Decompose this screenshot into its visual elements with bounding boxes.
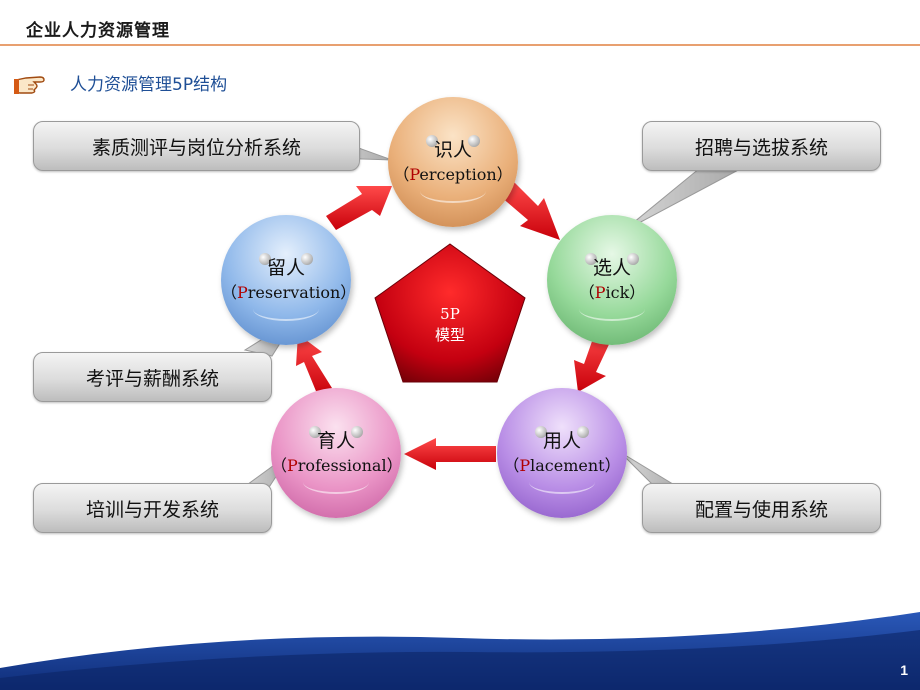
node-professional: 育人 （Professional） xyxy=(271,388,403,518)
callout-training-development: 培训与开发系统 xyxy=(33,483,272,533)
node-professional-cn: 育人 xyxy=(316,430,355,452)
center-label-line1: 5P xyxy=(440,305,460,323)
node-placement-cn: 用人 xyxy=(542,430,581,452)
node-highlight xyxy=(303,470,369,494)
slide-subtitle: 人力资源管理5P结构 xyxy=(70,75,228,95)
callout-allocation-use: 配置与使用系统 xyxy=(642,483,881,533)
callout-appraisal-pay: 考评与薪酬系统 xyxy=(33,352,272,402)
arrow-pick-to-placement xyxy=(574,330,612,392)
bead-icon xyxy=(259,253,271,265)
slide-header-title: 企业人力资源管理 xyxy=(26,21,170,41)
bead-icon xyxy=(351,426,363,438)
node-pick: 选人 （Pick） xyxy=(547,215,677,345)
arrow-perception-to-pick xyxy=(500,182,560,240)
bead-icon xyxy=(627,253,639,265)
arrow-preservation-to-perception xyxy=(326,186,392,230)
header-divider xyxy=(0,44,920,46)
center-label-line2: 模型 xyxy=(434,326,465,344)
bead-icon xyxy=(468,135,480,147)
center-pentagon xyxy=(374,243,526,383)
bead-icon xyxy=(309,426,321,438)
arrow-professional-to-preservation xyxy=(296,334,332,396)
callout-recruitment: 招聘与选拔系统 xyxy=(642,121,881,171)
center-model-label: 5P 模型 xyxy=(402,304,498,346)
pointing-hand-icon xyxy=(14,76,45,94)
bead-icon xyxy=(577,426,589,438)
bead-icon xyxy=(585,253,597,265)
node-perception: 识人 （Perception） xyxy=(388,97,518,227)
callout-quality-assessment: 素质测评与岗位分析系统 xyxy=(33,121,360,171)
node-highlight xyxy=(253,297,319,321)
bead-icon xyxy=(426,135,438,147)
bead-icon xyxy=(301,253,313,265)
page-number: 1 xyxy=(900,662,908,678)
node-preservation-cn: 留人 xyxy=(266,257,305,279)
node-preservation: 留人 （Preservation） xyxy=(221,215,356,345)
arrow-placement-to-professional xyxy=(404,438,496,470)
node-perception-cn: 识人 xyxy=(433,139,472,161)
bead-icon xyxy=(535,426,547,438)
node-highlight xyxy=(579,297,645,321)
node-placement: 用人 （Placement） xyxy=(497,388,627,518)
node-highlight xyxy=(420,179,486,203)
node-highlight xyxy=(529,470,595,494)
node-pick-cn: 选人 xyxy=(592,257,631,279)
